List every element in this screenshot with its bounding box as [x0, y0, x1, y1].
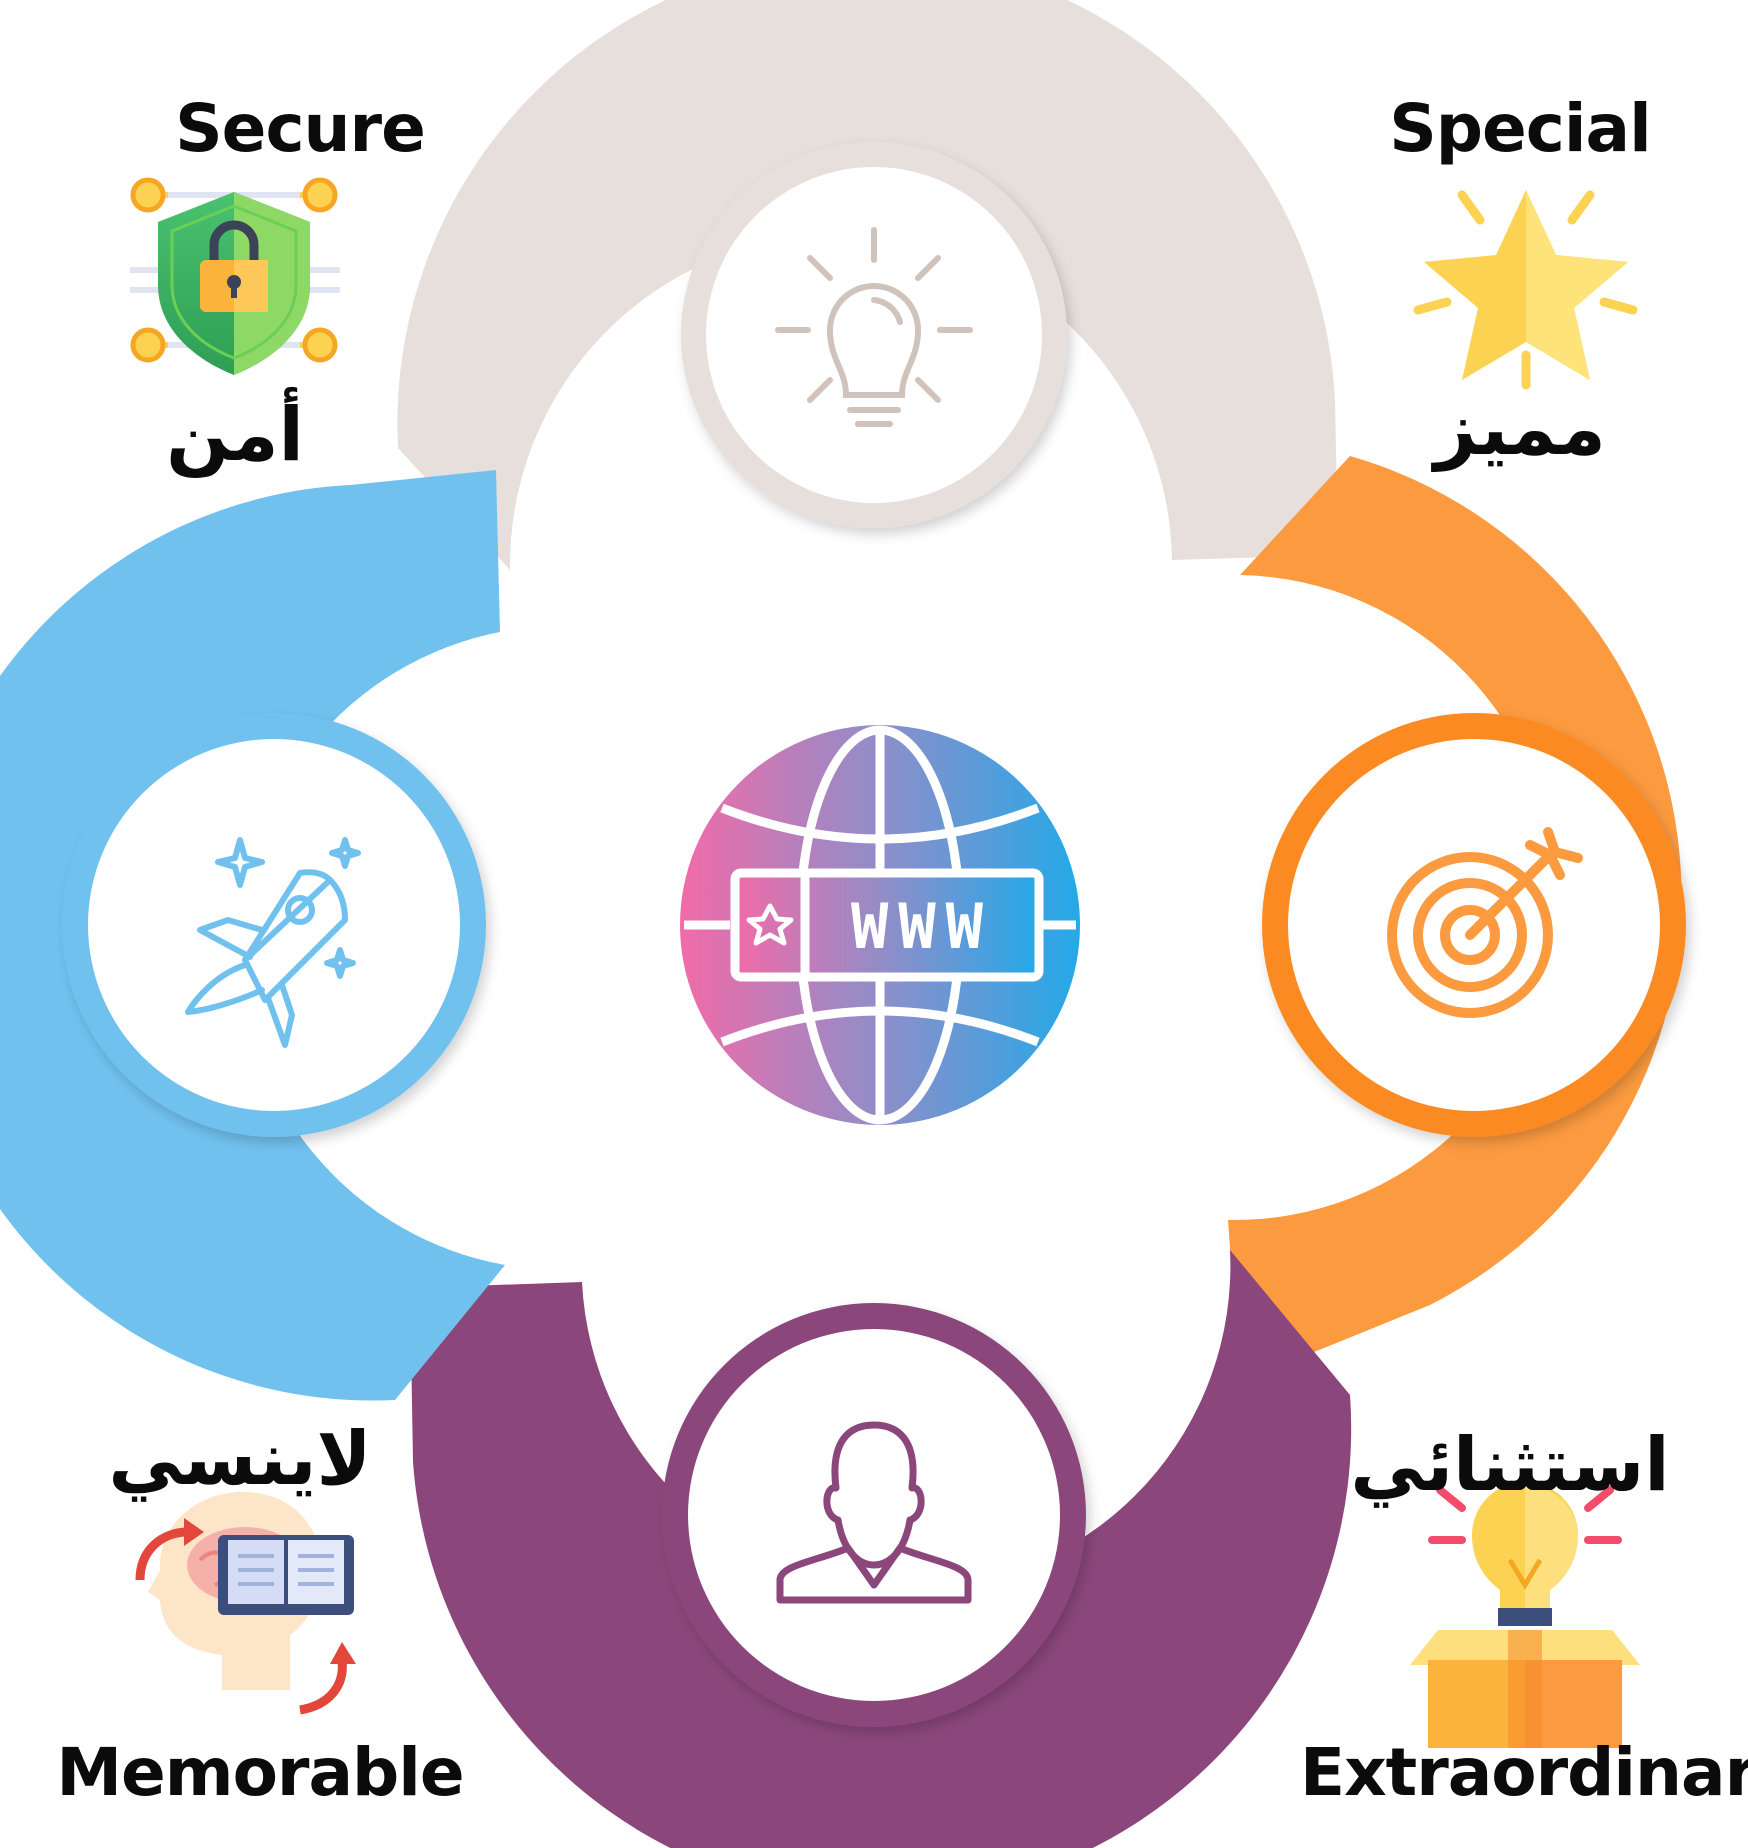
label-memorable-en: Memorable — [56, 1734, 464, 1811]
node-top — [681, 142, 1067, 528]
label-secure-ar: أمن — [166, 392, 304, 478]
ring-segment-left — [0, 470, 505, 1401]
rocket-icon — [185, 837, 361, 1048]
globe-icon: WWW — [680, 725, 1080, 1125]
idea-box-icon — [1410, 1482, 1640, 1748]
label-memorable-ar: لاينسي — [108, 1416, 372, 1502]
star-icon — [1413, 190, 1638, 390]
memory-book-icon — [135, 1491, 356, 1715]
label-extraordinary-ar: استثنائي — [1350, 1422, 1670, 1508]
label-special-ar: مميز — [1434, 386, 1606, 472]
target-icon — [1387, 827, 1583, 1018]
label-special-en: Special — [1389, 90, 1651, 167]
node-bottom — [662, 1303, 1086, 1727]
node-left — [62, 713, 486, 1137]
lightbulb-icon — [775, 227, 973, 427]
label-extraordinary-en: Extraordinary — [1300, 1734, 1748, 1811]
shield-lock-icon — [130, 177, 340, 375]
ring-segment-right — [1228, 456, 1682, 1382]
ring-segment-top — [397, 0, 1338, 570]
ring-segment-bottom — [410, 1250, 1352, 1848]
globe-www-text: WWW — [851, 890, 993, 963]
label-secure-en: Secure — [175, 90, 426, 167]
person-icon — [776, 1421, 972, 1604]
